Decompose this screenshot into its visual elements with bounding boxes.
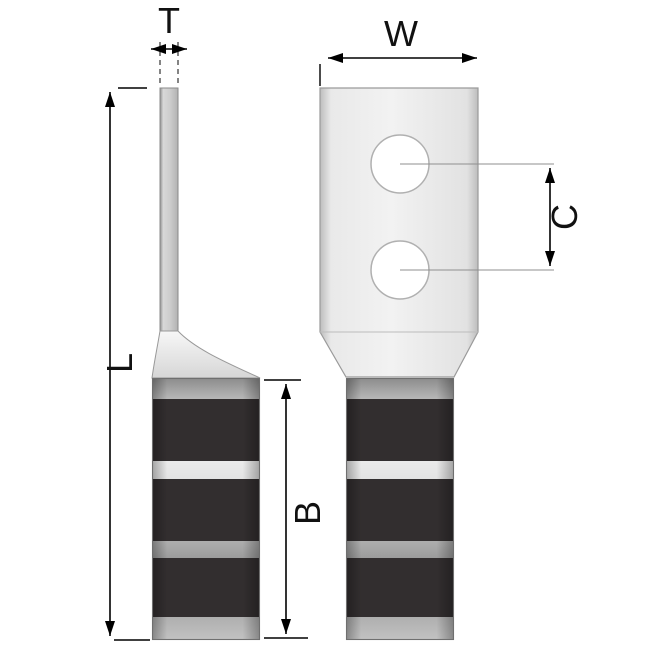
dim-B: B <box>264 379 328 639</box>
dim-label-T: T <box>158 0 180 41</box>
side-view <box>151 87 261 641</box>
palm-front-face <box>319 87 479 378</box>
palm-tab-side-profile <box>159 87 179 333</box>
dim-label-C: C <box>544 204 585 230</box>
dim-C: C <box>400 163 585 271</box>
dim-label-B: B <box>287 501 328 525</box>
dim-label-W: W <box>384 13 418 54</box>
palm-to-barrel-transition <box>151 330 261 379</box>
dim-T: T <box>151 0 187 86</box>
dimension-annotations: T W L B <box>99 0 585 641</box>
dim-L: L <box>99 87 150 641</box>
side-view-barrel <box>151 377 261 641</box>
front-view-barrel <box>345 377 455 641</box>
dim-W: W <box>319 13 477 86</box>
front-view <box>319 87 479 641</box>
dim-label-L: L <box>99 353 140 373</box>
